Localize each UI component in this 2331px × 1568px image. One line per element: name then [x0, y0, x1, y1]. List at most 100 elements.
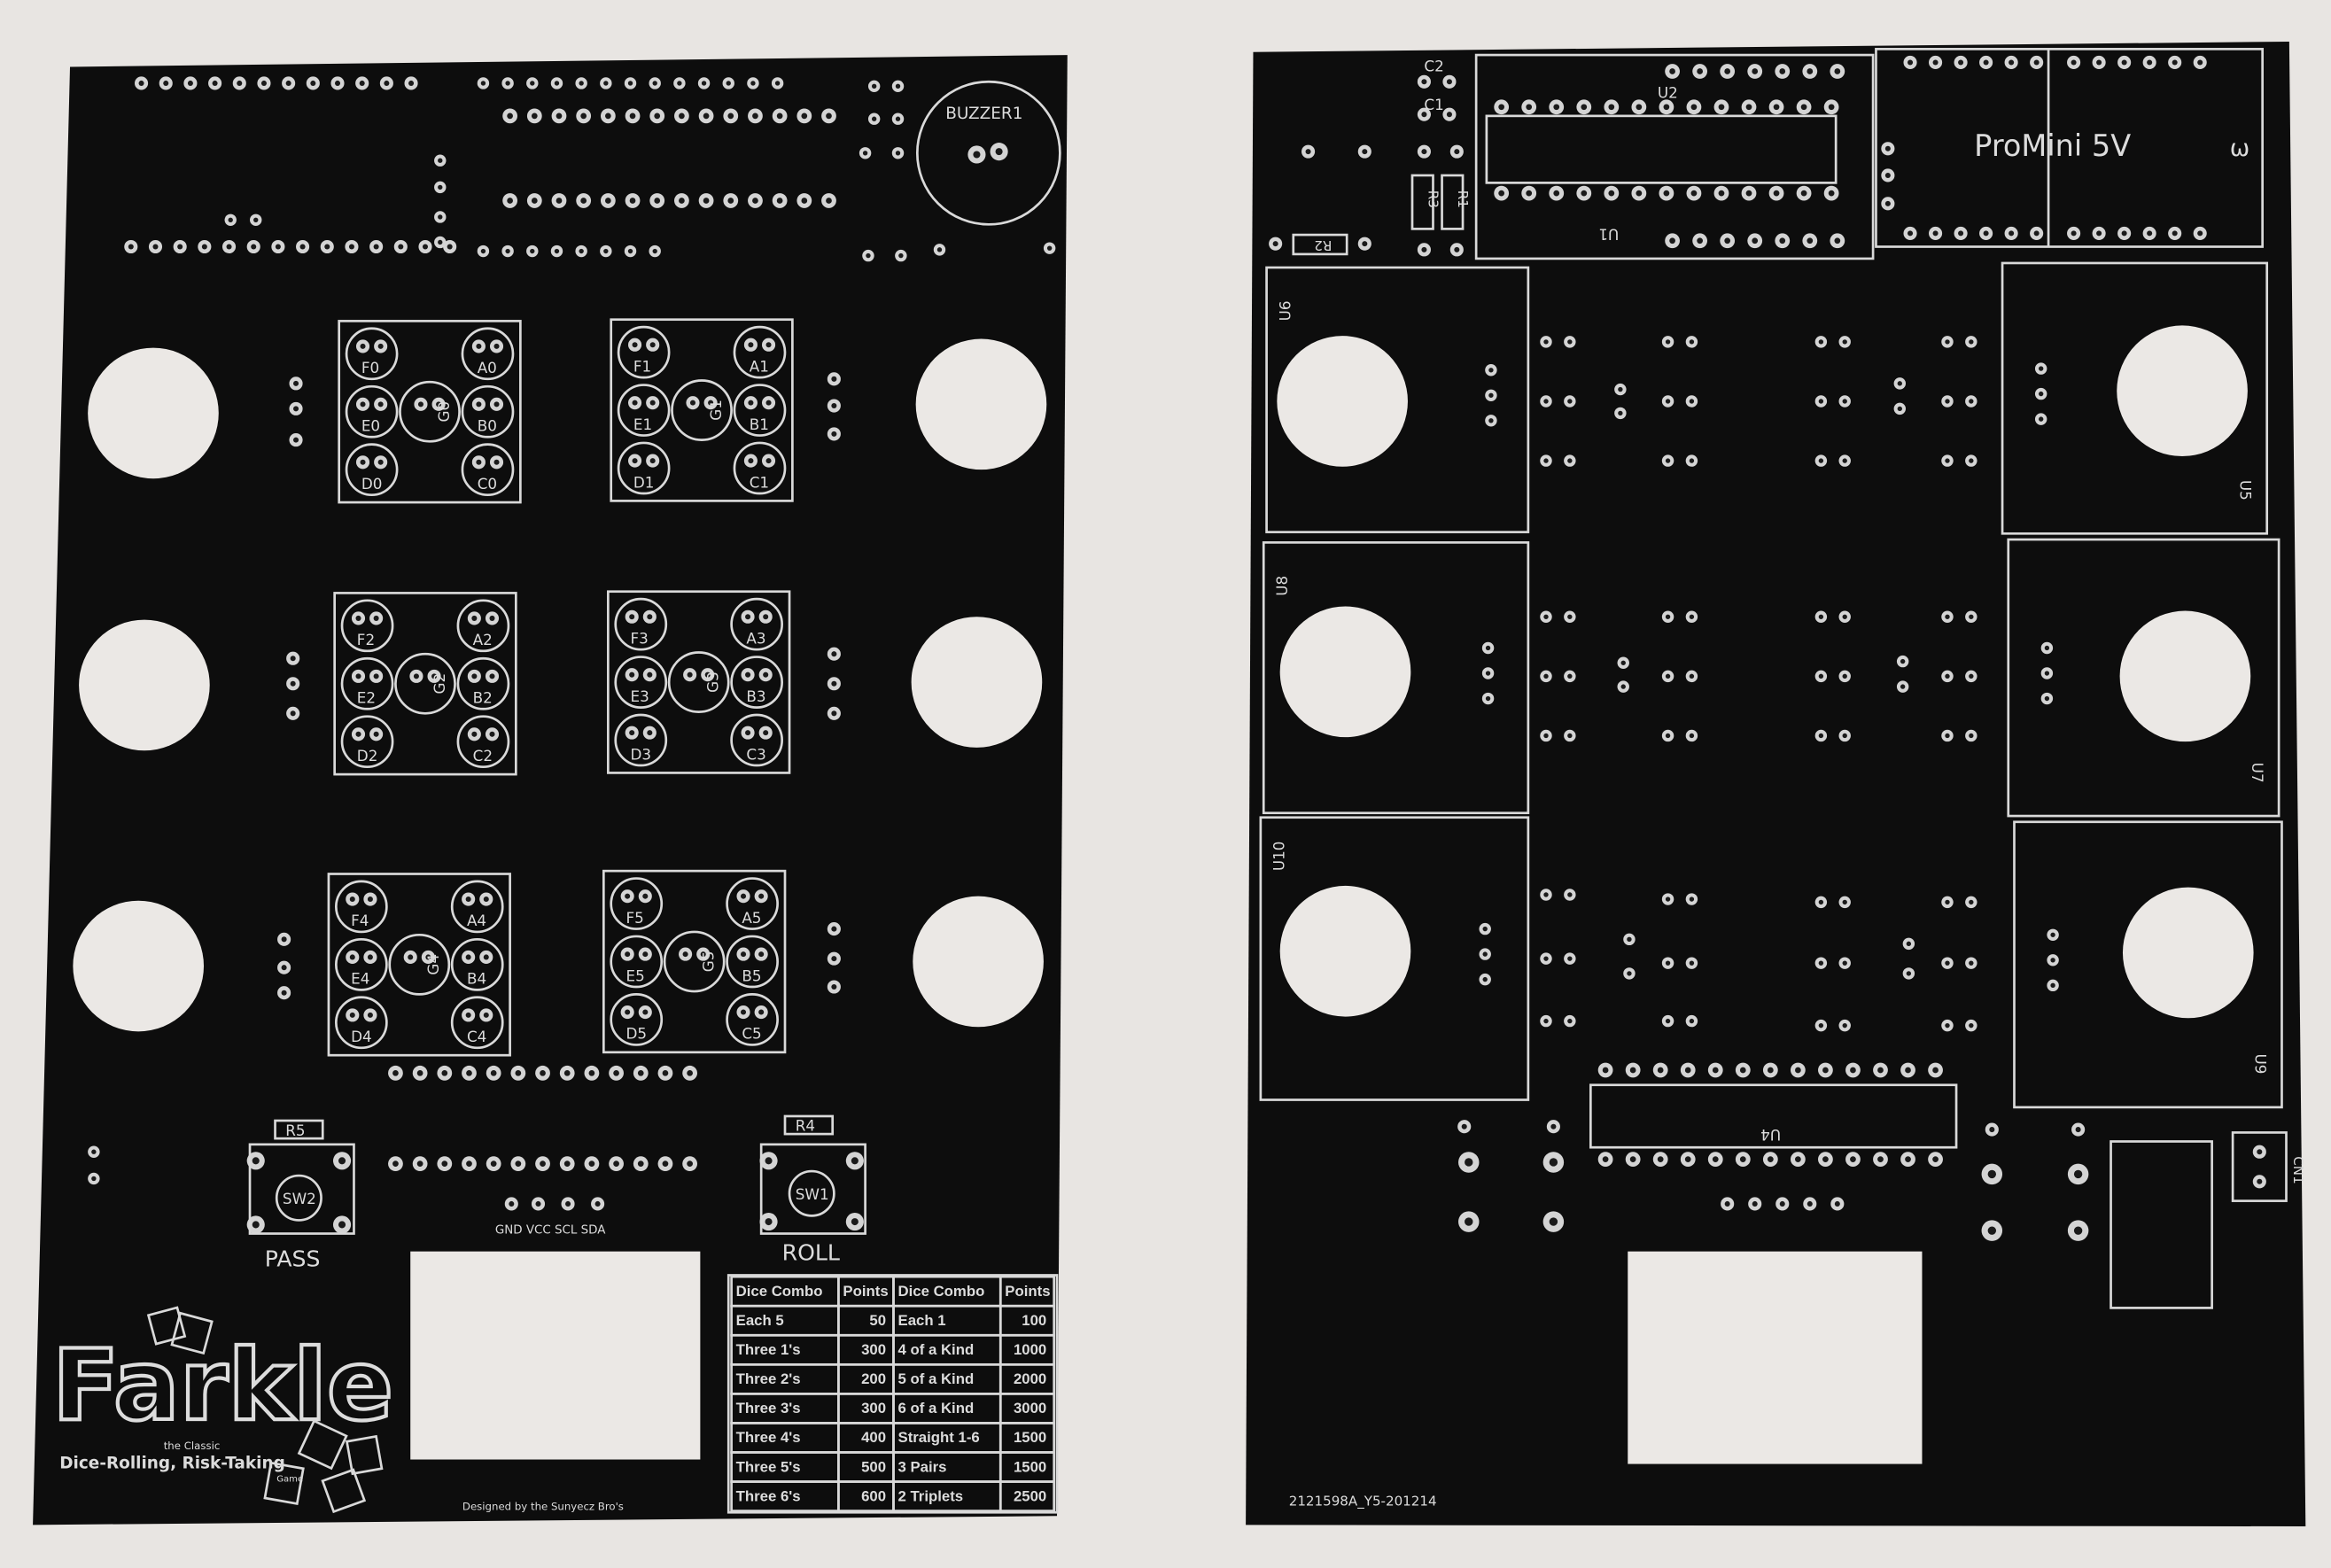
led-label: F5: [625, 909, 643, 927]
pad-drill: [2050, 958, 2055, 963]
pad-drill: [483, 954, 489, 960]
pad-drill: [1905, 1156, 1911, 1162]
pad-drill: [324, 244, 330, 250]
promini-outline: [1875, 48, 2265, 248]
pad-drill: [642, 951, 649, 958]
pad-drill: [1665, 458, 1671, 463]
r4-label: R4: [796, 1117, 815, 1135]
pad-drill: [826, 113, 832, 120]
led-outline: [456, 599, 510, 653]
r4-outline: [783, 1114, 835, 1136]
pad-drill: [1718, 104, 1725, 111]
pad-drill: [2172, 230, 2178, 237]
pad-drill: [629, 614, 635, 620]
led-outline: [667, 651, 730, 713]
led-outline: [726, 877, 779, 930]
table-value: 400: [861, 1429, 886, 1446]
pad-drill: [2147, 59, 2153, 66]
pad-drill: [476, 459, 482, 465]
display-module: U8: [1262, 541, 1530, 815]
pad-drill: [1636, 190, 1643, 197]
pad-drill: [831, 956, 837, 962]
pad-drill: [1482, 926, 1488, 932]
pad-drill: [1461, 1123, 1467, 1129]
pad-drill: [758, 893, 765, 899]
pad-drill: [594, 1200, 601, 1207]
pad-drill: [290, 656, 296, 662]
led-outline: [345, 384, 399, 439]
pad-drill: [489, 615, 495, 621]
pad-drill: [1421, 112, 1427, 118]
right-holes: [1277, 325, 2254, 1464]
led-outline: [610, 935, 664, 989]
pad-drill: [441, 1069, 448, 1076]
pad-drill: [293, 406, 299, 412]
pad-drill: [1842, 673, 1847, 679]
led-outline: [726, 935, 779, 989]
pad-drill: [1620, 660, 1626, 665]
pad-drill: [373, 673, 379, 679]
pad-drill: [1908, 230, 1914, 237]
led-label: F1: [633, 357, 651, 375]
display-module: U10: [1259, 816, 1530, 1101]
led-label: C2: [473, 747, 493, 765]
pad-drill: [285, 80, 291, 86]
pad-drill: [1850, 1067, 1856, 1074]
pad-drill: [1712, 1067, 1719, 1074]
roll-label: ROLL: [782, 1240, 840, 1266]
pad-drill: [281, 936, 287, 943]
pad-drill: [1665, 897, 1671, 902]
pad-drill: [1818, 458, 1824, 463]
pad-drill: [765, 342, 772, 348]
pad-drill: [1620, 684, 1626, 689]
table-value: 1500: [1014, 1429, 1046, 1446]
pad-drill: [1897, 381, 1902, 386]
led-label: C3: [746, 745, 765, 763]
led-outline: [340, 656, 394, 710]
pad-drill: [1767, 1067, 1774, 1074]
pad-drill: [1932, 1156, 1939, 1162]
board-id: 2121598A_Y5-201214: [1289, 1494, 1437, 1510]
led-label: E2: [357, 689, 376, 707]
pad-drill: [2121, 59, 2127, 66]
pad-drill: [801, 113, 808, 120]
pad-drill: [1884, 172, 1891, 178]
pad-drill: [1983, 230, 1989, 237]
led-label: F0: [361, 359, 379, 376]
pad-drill: [152, 244, 159, 250]
pad-drill: [1689, 458, 1695, 463]
pad-drill: [367, 1012, 373, 1018]
pad-drill: [776, 113, 783, 120]
table-value: Three 5's: [736, 1458, 801, 1475]
pad-drill: [377, 343, 384, 349]
pad-drill: [1745, 104, 1752, 111]
led-outline: [733, 384, 787, 437]
display-module: U5: [2001, 261, 2269, 535]
pad-drill: [2096, 230, 2102, 237]
pad-drill: [1567, 614, 1573, 619]
pad-drill: [1485, 671, 1491, 676]
pad-drill: [1697, 68, 1703, 74]
table-value: 1000: [1014, 1341, 1046, 1358]
pad-drill: [1421, 246, 1427, 252]
pad-drill: [613, 1069, 619, 1076]
die-outline: [607, 590, 791, 774]
pad-drill: [91, 1149, 97, 1154]
pad-drill: [1550, 1123, 1557, 1129]
led-outline: [726, 993, 779, 1046]
pad-drill: [373, 244, 379, 250]
pad-drill: [1842, 960, 1847, 966]
pad-drill: [662, 1160, 669, 1168]
pad-drill: [995, 148, 1003, 156]
pad-drill: [687, 671, 693, 678]
table-value: Three 1's: [736, 1341, 801, 1358]
display-module: U9: [2013, 820, 2283, 1109]
pad-drill: [649, 400, 656, 406]
pad-drill: [727, 113, 734, 120]
u4-label: U4: [1760, 1126, 1781, 1144]
pad-drill: [465, 897, 471, 903]
pad-drill: [1543, 673, 1549, 679]
pad-drill: [531, 113, 538, 120]
table-header: Dice Combo: [898, 1283, 985, 1300]
